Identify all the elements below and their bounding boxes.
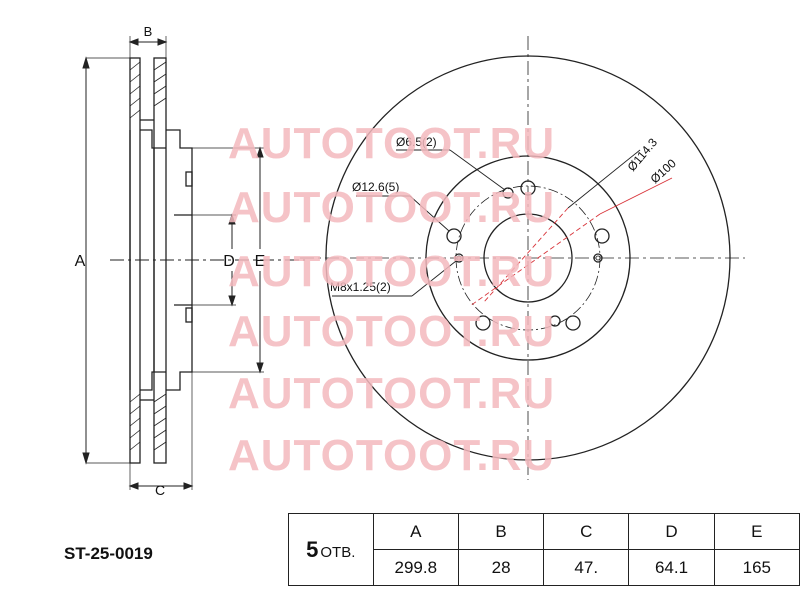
leader-lines — [332, 149, 673, 307]
stud-hole — [594, 228, 610, 244]
rotor-inner-plate — [153, 57, 167, 464]
spec-value-row: 299.8 28 47. 64.1 165 — [289, 549, 800, 586]
dim-label-d: D — [223, 253, 235, 270]
vent-hatching — [129, 61, 167, 451]
stud-hole — [475, 315, 491, 331]
small-hole — [502, 187, 514, 199]
dim-label-b: B — [144, 24, 153, 39]
side-view-dimensions — [82, 36, 264, 490]
rotor-outer-plate — [129, 57, 141, 464]
spec-header-d: D — [628, 513, 715, 550]
spec-value-a: 299.8 — [372, 549, 460, 586]
watermark-text: AUTOTOOT.RU — [228, 307, 555, 356]
watermark-text: AUTOTOOT.RU — [228, 431, 555, 480]
dim-label-e: E — [255, 253, 266, 270]
center-bore-label: Ø100 — [648, 156, 679, 186]
spec-value-b: 28 — [457, 549, 545, 586]
spec-value-d: 64.1 — [628, 549, 715, 586]
spec-header-c: C — [543, 513, 630, 550]
thread-label: M8x1.25(2) — [330, 280, 391, 294]
small-hole — [549, 315, 561, 327]
watermark-text: AUTOTOOT.RU — [228, 119, 555, 168]
dim-label-c: C — [155, 482, 165, 498]
watermark: AUTOTOOT.RU AUTOTOOT.RU AUTOTOOT.RU AUTO… — [228, 119, 555, 480]
side-view — [110, 57, 305, 464]
stud-hole-label: Ø12.6(5) — [352, 180, 399, 194]
dim-label-a: A — [75, 253, 86, 270]
watermark-text: AUTOTOOT.RU — [228, 369, 555, 418]
stud-hole — [565, 315, 581, 331]
spec-value-c: 47. — [543, 549, 630, 586]
part-number: ST-25-0019 — [64, 544, 153, 563]
holes-count: 5 — [306, 536, 319, 562]
stud-hole — [446, 228, 462, 244]
spec-value-e: 165 — [713, 549, 800, 586]
spec-header-b: B — [457, 513, 545, 550]
threaded-hole — [595, 255, 601, 261]
holes-suffix: ОТВ. — [320, 543, 356, 561]
small-hole-label: Ø6.5(2) — [396, 135, 437, 149]
spec-header-e: E — [713, 513, 800, 550]
spec-header-a: A — [372, 513, 460, 550]
front-view — [300, 36, 745, 480]
watermark-text: AUTOTOOT.RU — [228, 247, 555, 296]
watermark-text: AUTOTOOT.RU — [228, 183, 555, 232]
